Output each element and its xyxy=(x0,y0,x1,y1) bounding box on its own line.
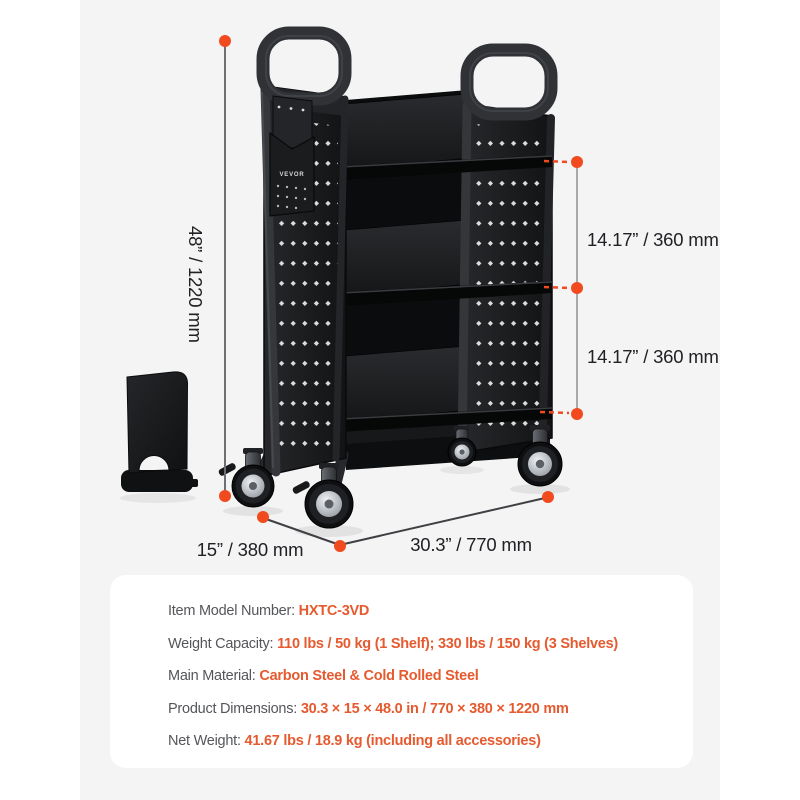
spec-label: Product Dimensions: xyxy=(168,700,301,717)
spec-row-material: Main Material: Carbon Steel & Cold Rolle… xyxy=(168,660,679,693)
leader-dashes xyxy=(543,285,570,290)
bookend-foot-tab xyxy=(184,479,198,487)
pocket-perforations xyxy=(276,184,307,210)
spec-row-dimensions: Product Dimensions: 30.3 × 15 × 48.0 in … xyxy=(168,693,679,726)
shelf-back-board-top xyxy=(345,93,469,171)
dimension-endpoint-dot xyxy=(571,156,583,168)
spec-label: Weight Capacity: xyxy=(168,635,278,652)
caster-wheel-front-left xyxy=(218,448,275,508)
dimension-endpoint-dot xyxy=(571,282,583,294)
spec-card: Item Model Number: HXTC-3VD Weight Capac… xyxy=(110,575,693,768)
spec-value: 110 lbs / 50 kg (1 Shelf); 330 lbs / 150… xyxy=(277,635,618,652)
bookend-foot xyxy=(121,470,193,492)
leader-dashes xyxy=(543,159,570,164)
spec-row-net-weight: Net Weight: 41.67 lbs / 18.9 kg (includi… xyxy=(168,725,679,758)
shelf-back-board-bottom xyxy=(345,345,469,423)
shelf-lips xyxy=(339,155,553,432)
vevor-logo: VEVOR xyxy=(279,172,304,178)
right-handle xyxy=(460,43,558,121)
spec-label: Net Weight: xyxy=(168,733,245,749)
dimension-endpoint-dot xyxy=(334,540,346,552)
cart-shadow xyxy=(120,466,570,537)
bookend-illustration xyxy=(121,371,198,492)
spec-value: Carbon Steel & Cold Rolled Steel xyxy=(259,668,479,684)
caster-wheel-rear-left xyxy=(292,463,354,529)
pocket-front xyxy=(269,131,315,217)
leader-dashes xyxy=(539,410,570,415)
height-dimension-label: 48” / 1220 mm xyxy=(185,226,206,343)
spec-value: 41.67 lbs / 18.9 kg (including all acces… xyxy=(244,733,541,749)
brake-lever xyxy=(292,481,310,494)
right-side-panel xyxy=(457,43,558,460)
left-handle xyxy=(256,26,352,106)
book-cart-illustration: VEVOR xyxy=(218,26,563,529)
length-dimension-label: 30.3” / 770 mm xyxy=(410,534,532,555)
shelf-gap-lower-label: 14.17” / 360 mm xyxy=(587,346,719,367)
dimension-endpoint-dot xyxy=(219,35,231,47)
dimension-endpoint-dot xyxy=(571,408,583,420)
spec-value: 30.3 × 15 × 48.0 in / 770 × 380 × 1220 m… xyxy=(300,700,569,717)
book-pocket: VEVOR xyxy=(269,95,315,217)
spec-row-model: Item Model Number: HXTC-3VD xyxy=(168,595,679,628)
caster-wheel-front-right xyxy=(517,425,563,487)
brake-lever xyxy=(218,463,236,476)
dimension-endpoint-dot xyxy=(219,490,231,502)
length-dimension-line xyxy=(343,497,546,545)
dimension-annotations xyxy=(219,35,583,552)
bookend-plate xyxy=(126,371,189,474)
shelf-gap-upper-label: 14.17” / 360 mm xyxy=(587,229,719,250)
dimension-endpoint-dot xyxy=(542,491,554,503)
spec-row-weight-capacity: Weight Capacity: 110 lbs / 50 kg (1 Shel… xyxy=(168,628,679,661)
dimension-endpoint-dot xyxy=(257,511,269,523)
spec-label: Main Material: xyxy=(168,668,260,684)
spec-value: HXTC-3VD xyxy=(298,603,370,619)
depth-dimension-line xyxy=(265,518,338,545)
shelf-back-board-middle xyxy=(345,219,469,297)
spec-label: Item Model Number: xyxy=(168,603,299,619)
depth-dimension-label: 15” / 380 mm xyxy=(196,539,304,560)
caster-wheel-rear-right xyxy=(447,426,477,467)
